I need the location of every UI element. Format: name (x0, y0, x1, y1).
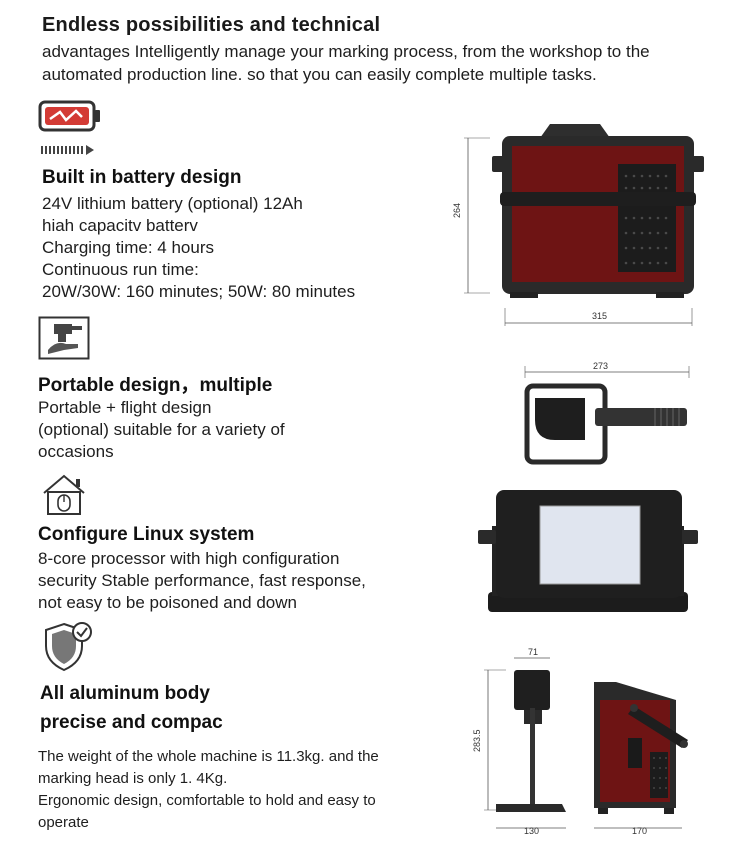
front-view-drawing: 264 315 (450, 118, 720, 333)
head-width-label: 71 (528, 648, 538, 657)
side-view-drawing: 71 283.5 130 170 (466, 647, 706, 843)
portable-heading: Portable design，multiple (38, 375, 273, 396)
linux-line-3: not easy to be poisoned and down (38, 593, 297, 612)
aluminum-details: The weight of the whole machine is 11.3k… (38, 746, 379, 834)
top-width-label: 273 (593, 361, 608, 371)
linux-details: 8-core processor with high configuration… (38, 548, 366, 614)
aluminum-line-2: marking head is only 1. 4Kg. (38, 770, 228, 787)
stand-base-label: 130 (524, 826, 539, 836)
front-height-label: 264 (452, 203, 462, 218)
arrow-decoration-icon (40, 143, 96, 161)
portable-line-3: occasions (38, 442, 114, 461)
portable-line-2: (optional) suitable for a variety of (38, 420, 285, 439)
linux-line-1: 8-core processor with high configuration (38, 549, 340, 568)
hand-holding-device-icon (38, 316, 90, 365)
portable-line-1: Portable + flight design (38, 398, 212, 417)
home-mouse-icon (38, 473, 90, 522)
shield-check-icon (40, 620, 96, 677)
aluminum-heading-2: precise and compac (40, 712, 223, 733)
linux-heading: Configure Linux system (38, 524, 255, 545)
battery-details: 24V lithium battery (optional) 12Ah hiah… (42, 193, 355, 303)
intro-line-1: advantages Intelligently manage your mar… (42, 42, 650, 61)
side-width-label: 170 (632, 826, 647, 836)
stand-height-label: 283.5 (472, 729, 482, 752)
battery-line-3: Charging time: 4 hours (42, 238, 214, 257)
screen-view-drawing (478, 486, 703, 623)
battery-icon (38, 100, 102, 137)
aluminum-line-4: operate (38, 814, 89, 831)
battery-line-5: 20W/30W: 160 minutes; 50W: 80 minutes (42, 282, 356, 301)
portable-details: Portable + flight design (optional) suit… (38, 397, 285, 463)
page-title: Endless possibilities and technical (42, 14, 381, 36)
linux-line-2: security Stable performance, fast respon… (38, 571, 366, 590)
aluminum-heading-1: All aluminum body (40, 683, 210, 704)
front-width-label: 315 (592, 311, 607, 321)
aluminum-line-3: Ergonomic design, comfortable to hold an… (38, 792, 376, 809)
aluminum-line-1: The weight of the whole machine is 11.3k… (38, 748, 379, 765)
battery-heading: Built in battery design (42, 167, 242, 188)
battery-line-2: hiah capacitv batterv (42, 216, 198, 235)
battery-line-1: 24V lithium battery (optional) 12Ah (42, 194, 303, 213)
intro-line-2: automated production line. so that you c… (42, 65, 597, 84)
battery-line-4: Continuous run time: (42, 260, 199, 279)
top-view-drawing: 273 (515, 358, 695, 473)
